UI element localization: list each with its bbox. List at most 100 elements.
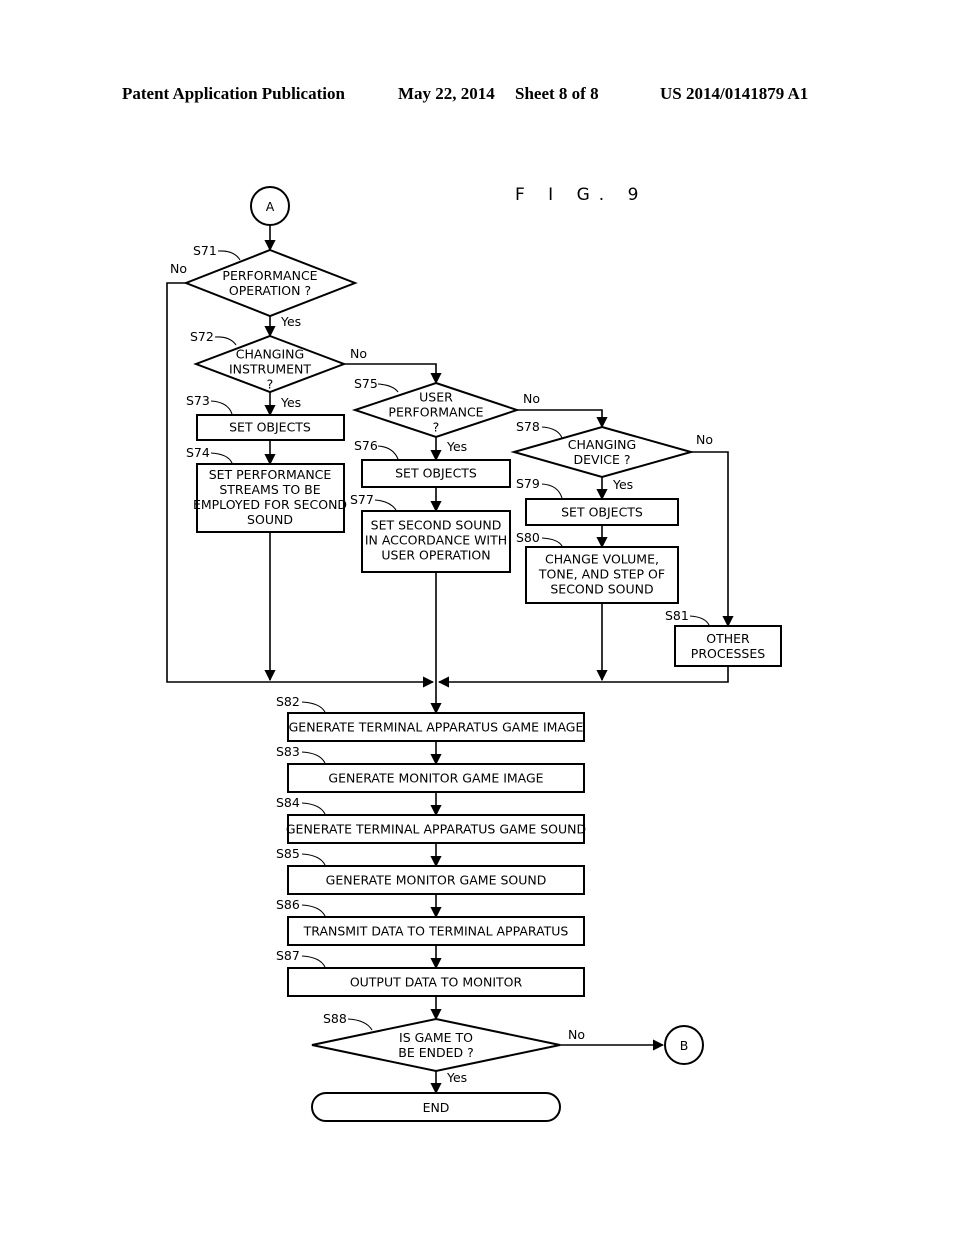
step-s78-line: CHANGING bbox=[568, 437, 636, 452]
step-s83-box bbox=[287, 763, 585, 793]
step-s88-line: IS GAME TO bbox=[399, 1030, 473, 1045]
step-s77-line: SET SECOND SOUND bbox=[371, 518, 502, 533]
flowchart-steps bbox=[183, 248, 782, 1122]
step-s87-text: OUTPUT DATA TO MONITOR bbox=[350, 975, 523, 990]
step-s77-id: S77 bbox=[350, 492, 374, 507]
step-s81-box bbox=[674, 625, 782, 667]
step-s74-line: SOUND bbox=[247, 512, 293, 527]
step-label-leaders bbox=[210, 250, 710, 1031]
branch-no-s78: No bbox=[696, 432, 713, 447]
step-s76-id: S76 bbox=[354, 438, 378, 453]
step-s76-text: SET OBJECTS bbox=[395, 466, 477, 481]
step-s81-id: S81 bbox=[665, 608, 689, 623]
step-s71-line: OPERATION ? bbox=[229, 283, 311, 298]
step-s81-line: OTHER bbox=[706, 631, 750, 646]
step-s80-box bbox=[525, 546, 679, 604]
step-s73-id: S73 bbox=[186, 393, 210, 408]
step-s79-box bbox=[525, 498, 679, 526]
branch-yes-s71: Yes bbox=[280, 314, 301, 329]
branch-no-s72: No bbox=[350, 346, 367, 361]
step-s82-text: GENERATE TERMINAL APPARATUS GAME IMAGE bbox=[289, 720, 584, 735]
step-s88-decision bbox=[311, 1017, 561, 1073]
step-s84-id: S84 bbox=[276, 795, 300, 810]
step-s74-line: EMPLOYED FOR SECOND bbox=[193, 497, 347, 512]
flow-lines bbox=[166, 225, 734, 1095]
step-s88-id: S88 bbox=[323, 1011, 347, 1026]
step-s86-line: TRANSMIT DATA TO TERMINAL APPARATUS bbox=[303, 924, 569, 939]
step-s78-line: DEVICE ? bbox=[574, 452, 631, 467]
branch-yes-s88: Yes bbox=[446, 1070, 467, 1085]
header-date: May 22, 2014 bbox=[398, 84, 495, 103]
header-pub-number: US 2014/0141879 A1 bbox=[660, 84, 809, 103]
step-s76-box bbox=[361, 459, 511, 488]
step-s74-box bbox=[196, 463, 345, 533]
step-s72-line: CHANGING bbox=[236, 347, 304, 362]
step-s87-line: OUTPUT DATA TO MONITOR bbox=[350, 975, 523, 990]
step-s71-decision bbox=[183, 248, 358, 318]
figure-title: F I G. 9 bbox=[515, 185, 647, 205]
step-s83-id: S83 bbox=[276, 744, 300, 759]
step-s84-line: GENERATE TERMINAL APPARATUS GAME SOUND bbox=[286, 822, 586, 837]
step-s74-line: STREAMS TO BE bbox=[219, 482, 320, 497]
step-s73-line: SET OBJECTS bbox=[229, 420, 311, 435]
step-s78-id: S78 bbox=[516, 419, 540, 434]
step-s75-line: ? bbox=[433, 420, 440, 435]
step-s87-box bbox=[287, 967, 585, 997]
step-s71-id: S71 bbox=[193, 243, 217, 258]
step-s76-line: SET OBJECTS bbox=[395, 466, 477, 481]
connector-a-label: A bbox=[266, 199, 275, 214]
step-s86-text: TRANSMIT DATA TO TERMINAL APPARATUS bbox=[303, 924, 569, 939]
step-s75-line: PERFORMANCE bbox=[388, 405, 483, 420]
step-s83-text: GENERATE MONITOR GAME IMAGE bbox=[328, 771, 543, 786]
step-s84-box bbox=[287, 814, 585, 844]
branch-yes-s72: Yes bbox=[280, 395, 301, 410]
step-s79-id: S79 bbox=[516, 476, 540, 491]
step-s88-line: BE ENDED ? bbox=[398, 1045, 473, 1060]
step-s82-line: GENERATE TERMINAL APPARATUS GAME IMAGE bbox=[289, 720, 584, 735]
step-s75-decision bbox=[351, 381, 521, 439]
step-s85-text: GENERATE MONITOR GAME SOUND bbox=[326, 873, 547, 888]
branch-no-s88: No bbox=[568, 1027, 585, 1042]
step-s75-line: USER bbox=[419, 390, 453, 405]
step-s74-id: S74 bbox=[186, 445, 210, 460]
step-s72-decision bbox=[193, 334, 347, 394]
branch-no-s71: No bbox=[170, 261, 187, 276]
step-s73-text: SET OBJECTS bbox=[229, 420, 311, 435]
step-s78-decision bbox=[510, 425, 695, 479]
header-sheet: Sheet 8 of 8 bbox=[515, 84, 599, 103]
step-s77-line: USER OPERATION bbox=[381, 548, 490, 563]
connector-b bbox=[664, 1025, 704, 1065]
step-s85-line: GENERATE MONITOR GAME SOUND bbox=[326, 873, 547, 888]
step-s80-line: TONE, AND STEP OF bbox=[538, 567, 665, 582]
step-s73-box bbox=[196, 414, 345, 441]
step-s72-id: S72 bbox=[190, 329, 214, 344]
branch-yes-s75: Yes bbox=[446, 439, 467, 454]
step-s77-line: IN ACCORDANCE WITH bbox=[365, 533, 507, 548]
step-s77-box bbox=[361, 510, 511, 573]
step-s82-box bbox=[287, 712, 585, 742]
step-s87-id: S87 bbox=[276, 948, 300, 963]
end-label: END bbox=[423, 1100, 450, 1115]
branch-yes-s78: Yes bbox=[612, 477, 633, 492]
step-s81-line: PROCESSES bbox=[691, 646, 765, 661]
header-publication-label: Patent Application Publication bbox=[122, 84, 345, 103]
connector-b-label: B bbox=[680, 1038, 689, 1053]
step-s72-line: INSTRUMENT bbox=[229, 362, 311, 377]
step-s85-id: S85 bbox=[276, 846, 300, 861]
step-s85-box bbox=[287, 865, 585, 895]
step-s86-box bbox=[287, 916, 585, 946]
end-terminal bbox=[311, 1092, 561, 1122]
step-s74-line: SET PERFORMANCE bbox=[209, 467, 332, 482]
step-s72-line: ? bbox=[267, 377, 274, 392]
step-s79-text: SET OBJECTS bbox=[561, 505, 643, 520]
step-s79-line: SET OBJECTS bbox=[561, 505, 643, 520]
